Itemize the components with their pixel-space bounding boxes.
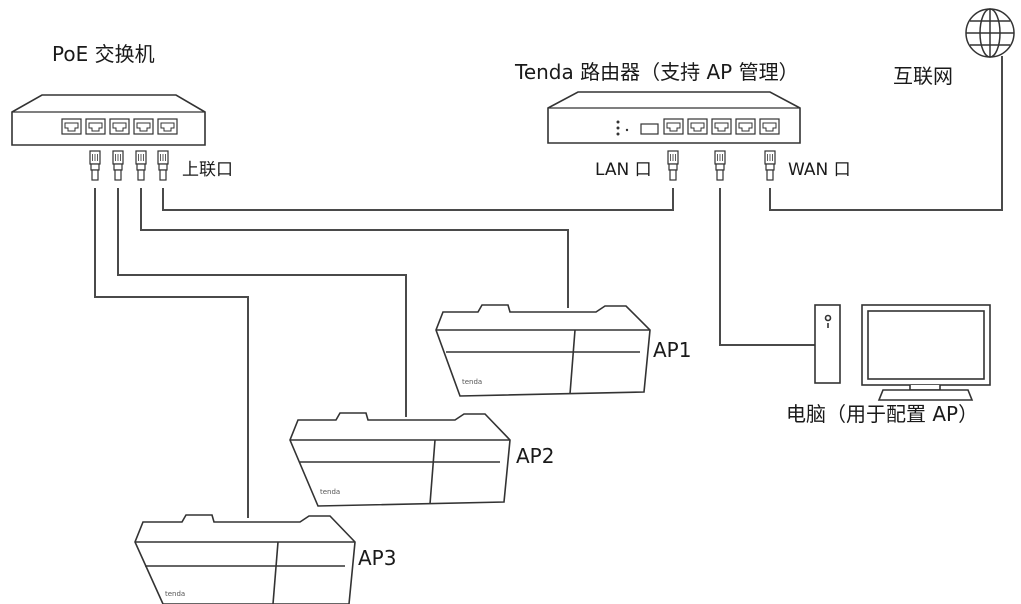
svg-text:tenda: tenda bbox=[462, 378, 482, 386]
ap3-device: tenda bbox=[134, 514, 356, 604]
cable-switch-to-ap2 bbox=[117, 188, 407, 417]
cable-switch-to-ap1 bbox=[140, 188, 569, 308]
lan-port-label: LAN 口 bbox=[595, 160, 652, 180]
svg-text:tenda: tenda bbox=[320, 488, 340, 496]
wan-port-label: WAN 口 bbox=[788, 160, 851, 180]
ap1-label: AP1 bbox=[653, 338, 692, 362]
poe-switch-device bbox=[11, 94, 206, 146]
router-device bbox=[547, 91, 801, 144]
ap2-device: tenda bbox=[289, 412, 511, 507]
cable-switch-to-ap3 bbox=[94, 188, 249, 518]
cable-uplink-to-lan bbox=[162, 188, 674, 211]
uplink-port-label: 上联口 bbox=[182, 160, 233, 180]
cable-wan-to-internet bbox=[769, 56, 1003, 211]
internet-label: 互联网 bbox=[893, 64, 953, 88]
poe-switch-label: PoE 交换机 bbox=[52, 42, 155, 66]
internet-globe-icon bbox=[965, 8, 1015, 58]
router-label: Tenda 路由器（支持 AP 管理） bbox=[515, 60, 799, 84]
svg-text:tenda: tenda bbox=[165, 590, 185, 598]
ap3-label: AP3 bbox=[358, 546, 397, 570]
ap1-device: tenda bbox=[435, 304, 651, 397]
computer-label: 电脑（用于配置 AP） bbox=[786, 402, 979, 426]
ap2-label: AP2 bbox=[516, 444, 555, 468]
cables bbox=[94, 56, 1003, 518]
cable-router-to-pc bbox=[719, 188, 815, 346]
computer-device bbox=[814, 304, 991, 401]
